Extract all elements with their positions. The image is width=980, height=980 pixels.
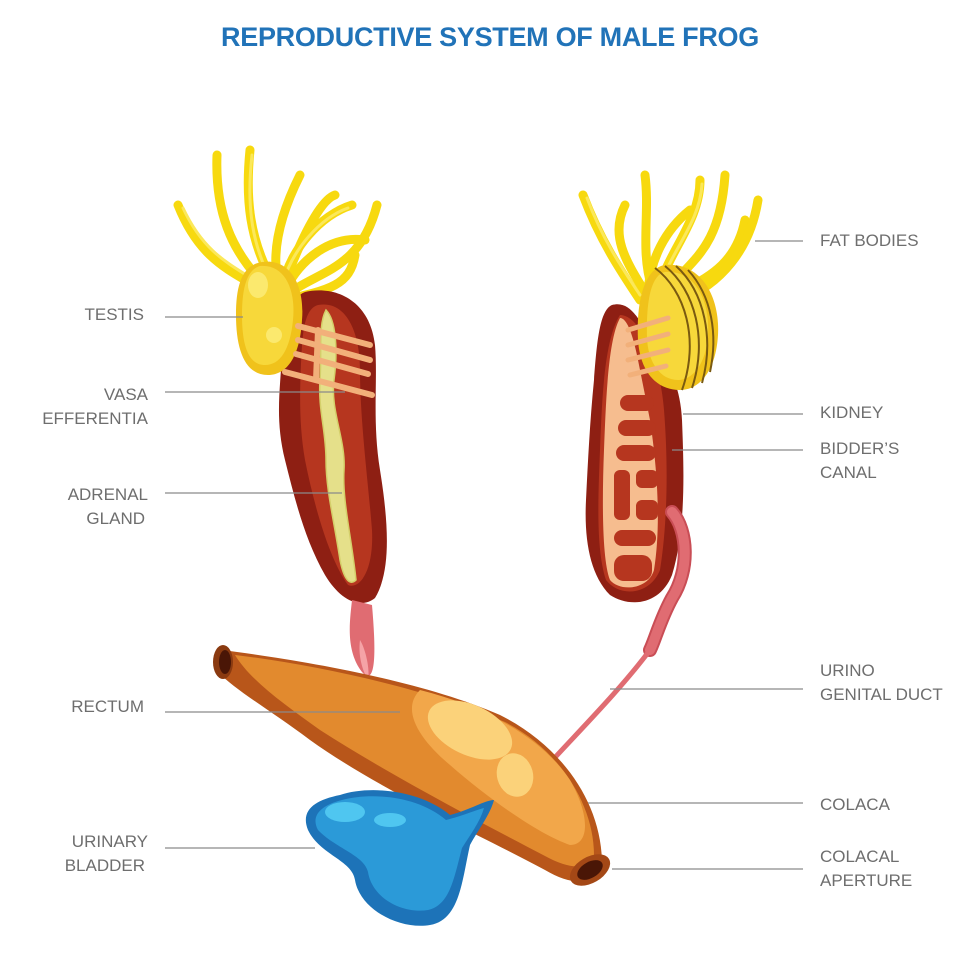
- label-testis-line-1: TESTIS: [84, 305, 144, 324]
- urinary-bladder: [305, 790, 494, 926]
- label-urinary-bladder-line-1: URINARY: [71, 832, 148, 851]
- label-adrenal-gland-line-2: GLAND: [86, 509, 145, 528]
- label-vasa-efferentia: VASA EFFERENTIA: [42, 383, 148, 431]
- label-fat-bodies: FAT BODIES: [820, 229, 919, 253]
- right-urinogenital-duct: [545, 505, 692, 768]
- left-vasa-efferentia: [282, 323, 375, 398]
- label-urino-genital-duct-line-2: GENITAL DUCT: [820, 685, 943, 704]
- label-vasa-efferentia-line-1: VASA: [103, 385, 148, 404]
- label-rectum: RECTUM: [71, 695, 144, 719]
- label-colacal-aperture: COLACAL APERTURE: [820, 845, 912, 893]
- label-vasa-efferentia-line-2: EFFERENTIA: [42, 409, 148, 428]
- cloacal-aperture: [569, 854, 611, 886]
- label-colaca-line-1: COLACA: [820, 795, 890, 814]
- label-bidders-canal-line-2: CANAL: [820, 463, 877, 482]
- left-testis: [236, 261, 303, 375]
- label-urino-genital-duct-line-1: URINO: [820, 661, 875, 680]
- label-colaca: COLACA: [820, 793, 890, 817]
- label-testis: TESTIS: [84, 303, 144, 327]
- label-bidders-canal: BIDDER’S CANAL: [820, 437, 899, 485]
- left-adrenal-gland: [318, 308, 357, 583]
- label-fat-bodies-line-1: FAT BODIES: [820, 231, 919, 250]
- label-colacal-aperture-line-1: COLACAL: [820, 847, 900, 866]
- label-urinary-bladder-line-2: BLADDER: [64, 856, 145, 875]
- label-kidney-line-1: KIDNEY: [820, 403, 884, 422]
- cloaca-rectum: [218, 650, 602, 882]
- label-adrenal-gland: ADRENAL GLAND: [68, 483, 148, 531]
- right-testis: [637, 264, 719, 391]
- label-colacal-aperture-line-2: APERTURE: [820, 871, 913, 890]
- label-urinary-bladder: URINARY BLADDER: [65, 830, 148, 878]
- label-kidney: KIDNEY: [820, 401, 883, 425]
- label-rectum-line-1: RECTUM: [71, 697, 144, 716]
- label-urino-genital-duct: URINO GENITAL DUCT: [820, 659, 943, 707]
- diagram-title: REPRODUCTIVE SYSTEM OF MALE FROG: [221, 22, 759, 52]
- label-bidders-canal-line-1: BIDDER’S: [820, 439, 900, 458]
- rectum-opening: [213, 645, 233, 679]
- right-vasa-efferentia: [625, 315, 671, 378]
- leader-lines: [165, 240, 803, 870]
- right-bidders-canal: [602, 318, 658, 588]
- label-adrenal-gland-line-1: ADRENAL: [67, 485, 148, 504]
